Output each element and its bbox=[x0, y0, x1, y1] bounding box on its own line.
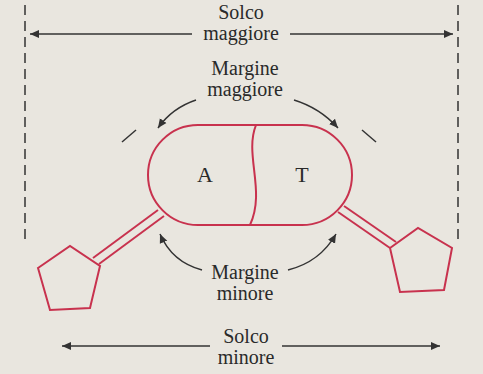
base-half: T bbox=[262, 150, 342, 200]
glycosidic-bond bbox=[99, 216, 164, 264]
base-divider bbox=[250, 125, 256, 225]
dashed-limit bbox=[24, 5, 26, 245]
groove-arrow bbox=[290, 33, 453, 35]
glycosidic-bond bbox=[93, 210, 158, 258]
groove-arrow bbox=[62, 345, 210, 347]
region-label: Solco maggiore bbox=[186, 2, 296, 44]
glycosidic-bond bbox=[338, 212, 390, 248]
region-label: Margine minore bbox=[190, 262, 300, 304]
region-label: Margine maggiore bbox=[190, 58, 300, 100]
dashed-limit bbox=[457, 5, 459, 240]
groove-arrow bbox=[30, 33, 192, 35]
sugar-pentagon bbox=[390, 228, 452, 292]
region-label: Solco minore bbox=[196, 326, 296, 368]
glycosidic-bond bbox=[344, 206, 396, 242]
tick-mark bbox=[122, 130, 136, 142]
groove-arrow bbox=[282, 345, 440, 347]
edge-arrow bbox=[160, 234, 202, 270]
edge-arrow bbox=[158, 100, 196, 128]
tick-mark bbox=[362, 130, 376, 142]
edge-arrow bbox=[294, 100, 338, 128]
base-pair-outline bbox=[148, 125, 352, 225]
base-half: A bbox=[162, 150, 248, 200]
base-letter: T bbox=[295, 162, 308, 188]
base-letter: A bbox=[197, 162, 213, 188]
sugar-pentagon bbox=[38, 246, 100, 310]
edge-arrow bbox=[288, 234, 336, 270]
